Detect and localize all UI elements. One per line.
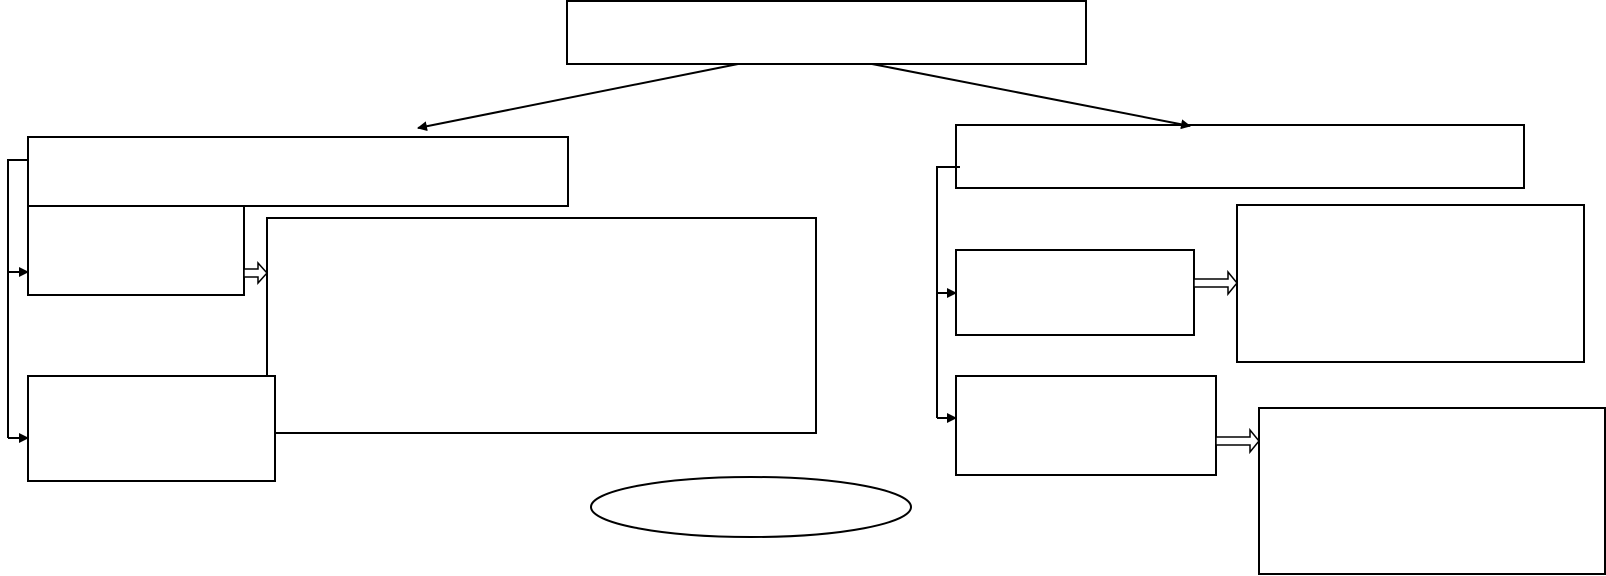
- right-detail-box-1: [1236, 204, 1585, 363]
- right-box-2: [955, 375, 1217, 476]
- block-arrow-right-2: [1215, 427, 1260, 455]
- ellipse: [590, 476, 912, 538]
- right-header-box: [955, 124, 1525, 189]
- right-bracket-line: [936, 166, 960, 418]
- block-arrow-right-1: [1193, 269, 1238, 297]
- left-header-box: [27, 136, 569, 207]
- arrow-top-to-left: [417, 63, 739, 132]
- arrow-top-to-right: [871, 63, 1191, 130]
- left-detail-box: [266, 217, 817, 434]
- right-box-1: [955, 249, 1195, 336]
- right-detail-box-2: [1258, 407, 1606, 575]
- left-box-1: [27, 205, 245, 296]
- top-box: [566, 0, 1087, 65]
- block-arrow-left-1: [243, 261, 269, 285]
- left-bracket-line: [7, 159, 28, 438]
- left-box-2: [27, 375, 276, 482]
